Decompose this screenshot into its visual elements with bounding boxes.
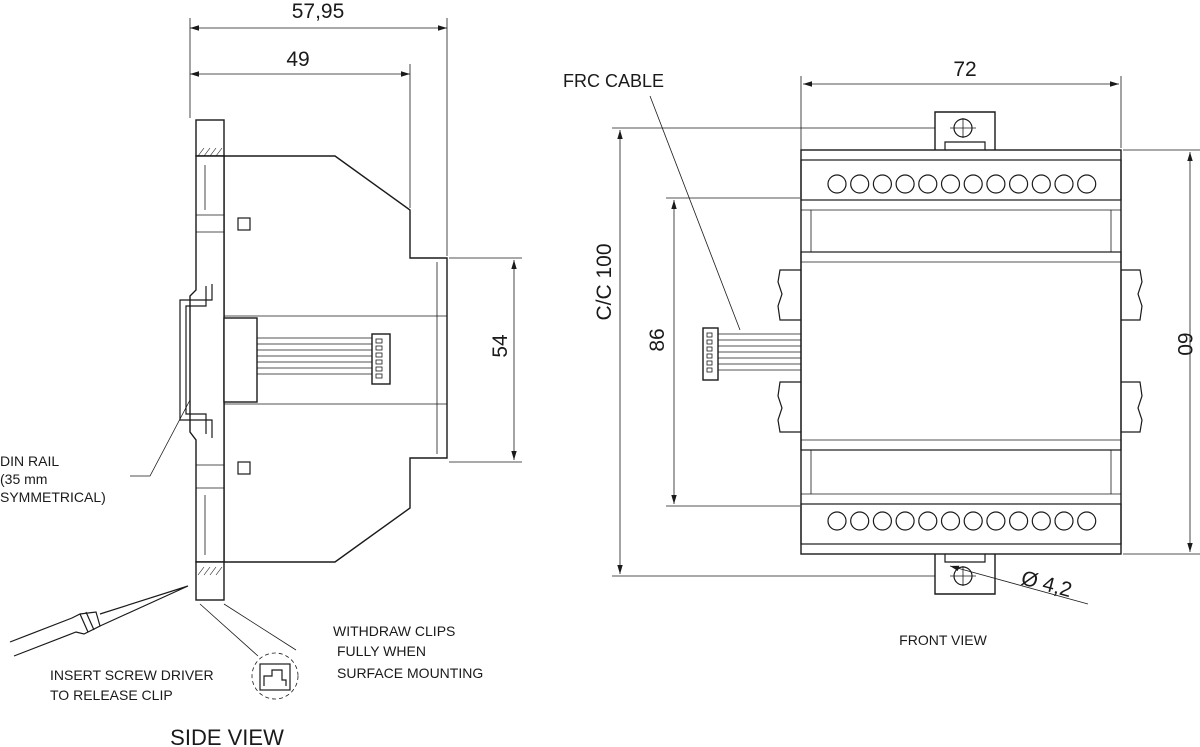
din-rail-label-3: SYMMETRICAL) [0,489,106,505]
terminal-screw [918,511,938,531]
dim-mount-inner: 86 [646,328,669,351]
front-view-title: FRONT VIEW [899,632,987,648]
side-frc-pins [375,338,383,379]
terminal-screw [918,174,938,194]
terminal-screw [895,174,915,194]
terminal-screw [963,174,983,194]
terminal-screw [1008,511,1029,531]
side-view: 57,95 49 54 DIN RAIL (35 mm SYMMETRICAL)… [0,0,522,747]
bottom-mount-tab [934,554,996,595]
side-view-title: SIDE VIEW [170,725,284,747]
front-body [800,149,1122,555]
terminal-screw [986,511,1006,531]
terminal-screw [1031,511,1051,531]
frc-cable-label: FRC CABLE [563,71,664,91]
terminal-screw [872,174,893,194]
withdraw-label-1: WITHDRAW CLIPS [333,623,455,639]
terminal-screw [827,174,847,194]
din-rail-leader [130,399,191,477]
clip-detail-circle [251,652,299,700]
withdraw-label-2: FULLY WHEN [337,643,426,659]
front-frc-pins [706,332,713,373]
terminal-screw [963,511,983,531]
dim-mount-cc: C/C 100 [593,243,616,320]
terminal-screw [1054,511,1074,531]
dim-hole-diameter: Ø 4,2 [1019,567,1075,603]
side-front-profile [189,155,225,563]
terminal-screw [1077,174,1097,194]
side-frc-connector [371,333,391,385]
side-ribbon-cable [257,337,372,375]
dim-height: 60 [1173,332,1196,355]
terminal-screw [1008,174,1029,194]
din-rail-label-1: DIN RAIL [0,453,59,469]
withdraw-label-3: SURFACE MOUNTING [337,665,483,681]
bottom-clip-hatch [197,566,223,576]
screw-label-1: INSERT SCREW DRIVER [50,667,214,683]
screw-label-2: TO RELEASE CLIP [50,687,173,703]
top-terminals [827,174,1097,194]
side-body-outline [223,155,448,563]
hole-leader [949,565,1089,605]
terminal-screw [986,174,1006,194]
bottom-terminals [827,511,1097,531]
front-view: FRC CABLE 72 60 86 C/C 100 Ø 4,2 FRONT V… [563,58,1200,648]
front-cover [800,251,1122,451]
terminal-screw [940,511,961,531]
terminal-screw [895,511,915,531]
side-cable-block [223,317,258,403]
dim-width: 72 [953,58,976,81]
terminal-screw [850,174,870,194]
frc-leader [649,95,741,331]
terminal-screw [827,511,847,531]
terminal-screw [1077,511,1097,531]
bottom-clip [195,561,225,601]
bottom-terminal-block [800,503,1122,545]
dim-front-height: 54 [489,334,512,358]
terminal-screw [1031,174,1051,194]
terminal-screw [1054,174,1074,194]
terminal-screw [872,511,893,531]
screwdriver-icon [9,585,189,657]
terminal-screw [850,511,870,531]
side-square-bottom [237,461,251,475]
side-square-top [237,217,251,231]
dim-body-depth: 49 [286,48,309,71]
top-clip-hatch [197,147,223,157]
dim-overall-depth: 57,95 [292,0,345,23]
top-mount-tab [934,111,996,150]
clip-detail [259,663,291,691]
terminal-screw [940,174,961,194]
front-ribbon-cable [718,333,801,371]
front-din-rail [777,269,1143,433]
din-rail-label-2: (35 mm [0,471,47,487]
din-rail [179,284,213,438]
